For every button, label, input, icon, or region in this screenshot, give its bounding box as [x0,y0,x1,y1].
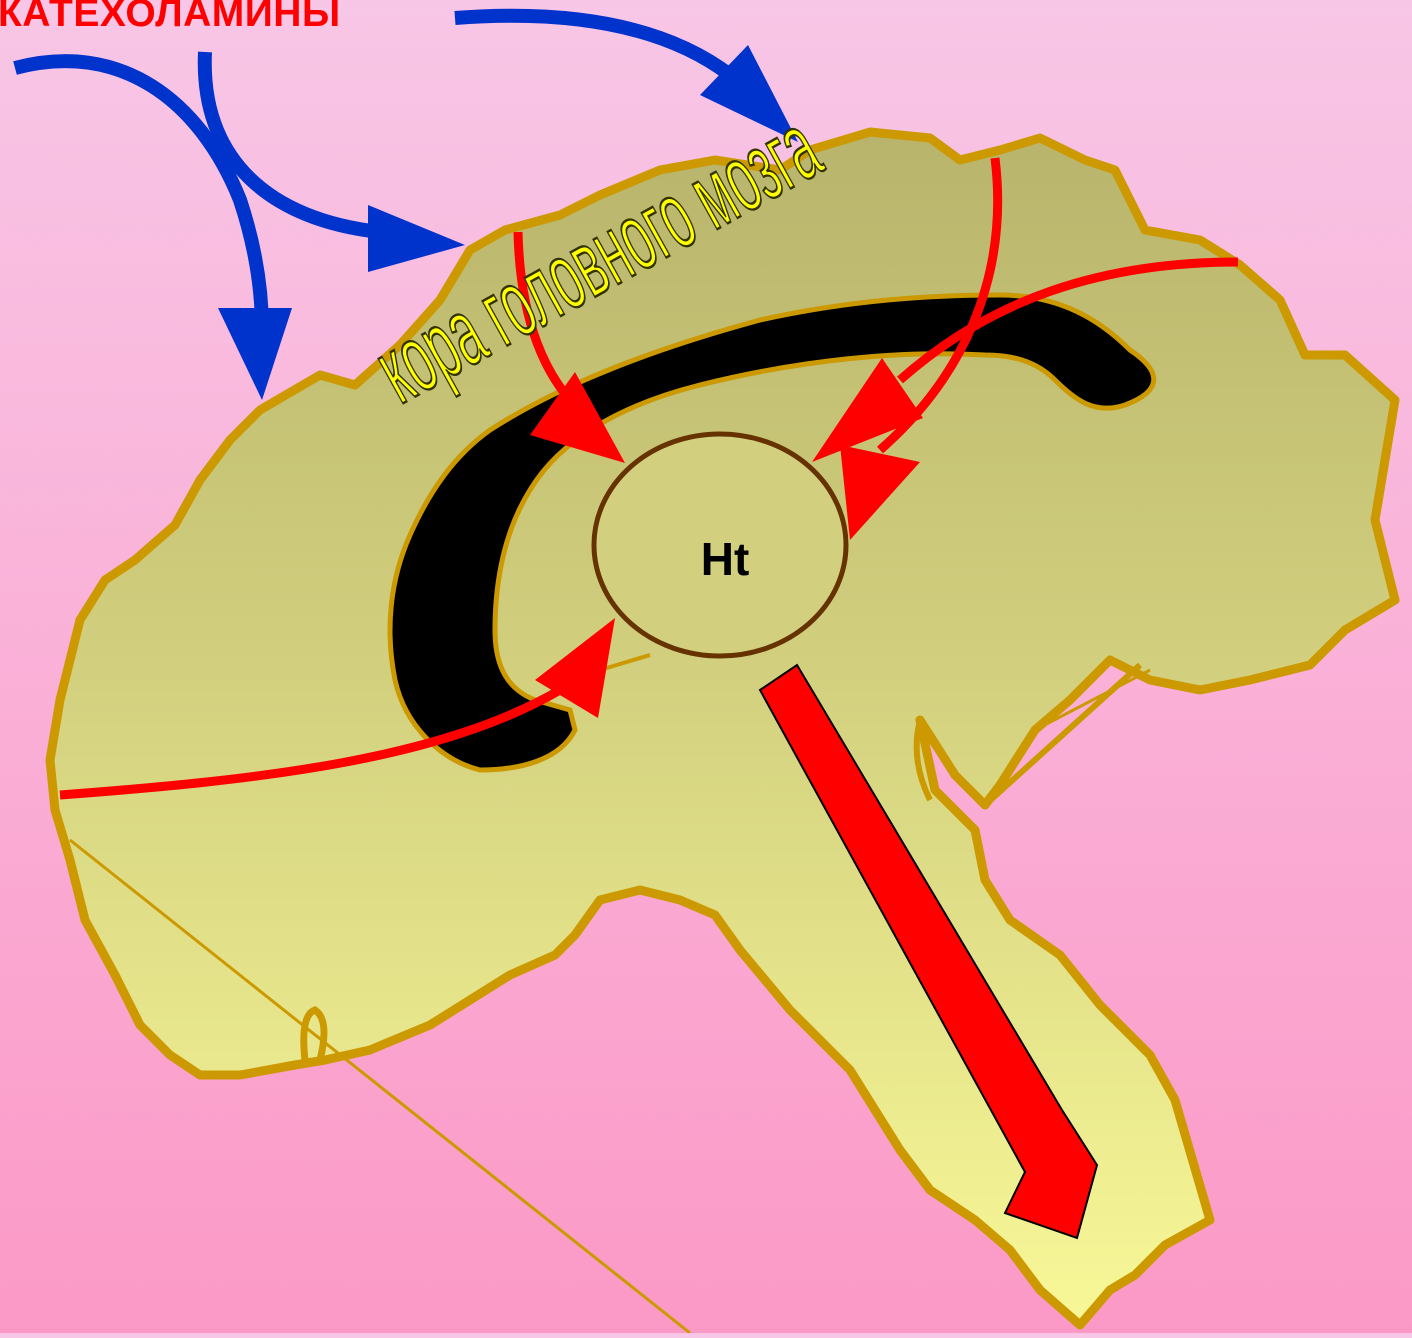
blue-arrowhead-top [368,205,465,272]
hypothalamus-label: Ht [701,533,750,585]
blue-arrowhead-front [218,308,292,400]
blue-arrow-to-cortex-front [15,61,262,330]
catecholamines-title: КАТЕХОЛАМИНЫ [0,0,341,36]
blue-arrow-to-cortex-back [455,16,730,75]
blue-arrow-to-cortex-top [205,52,380,232]
